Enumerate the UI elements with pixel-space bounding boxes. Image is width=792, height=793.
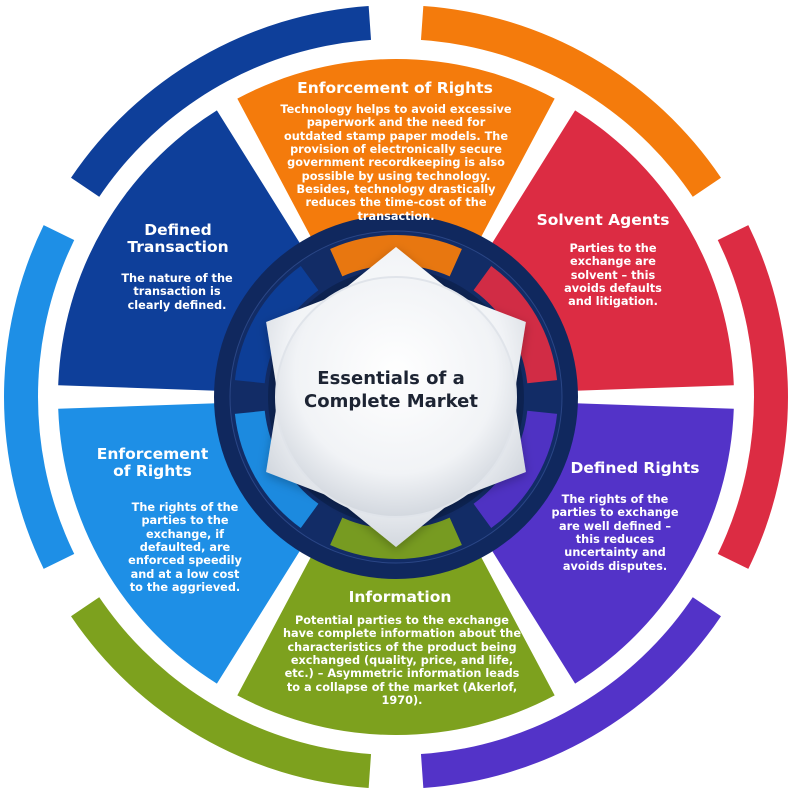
center-title-line1: Essentials of a [317,368,465,389]
segment-text-upper-left: The nature of the transaction is clearly… [121,272,233,312]
segment-title-lower-left: Enforcement of Rights [85,445,220,481]
segment-text-upper-right: Parties to the exchange are solvent – th… [564,242,662,309]
segment-wedges [58,58,734,735]
segment-title-upper-left: Defined Transaction [108,221,248,257]
wedge-lower-right [489,403,734,684]
segment-title-upper-left-line1: Defined [144,221,212,239]
segment-title-lower-left-line2: of Rights [113,462,192,481]
wedge-upper-left [58,110,303,391]
segment-text-lower-left: The rights of the parties to the exchang… [128,501,242,594]
wedge-bottom [237,552,555,735]
segment-title-lower-left-line1: Enforcement [96,445,209,463]
wedge-top [237,58,555,242]
wedge-lower-left [58,403,303,684]
segment-title-upper-left-line2: Transaction [127,238,229,257]
segment-text-bottom: Potential parties to the exchange have c… [283,614,521,707]
center-title: Essentials of a Complete Market [276,368,506,413]
segment-text-top: Technology helps to avoid excessive pape… [280,103,512,223]
segment-title-lower-right: Defined Rights [570,459,700,477]
wedge-upper-right [489,110,734,391]
segment-title-bottom: Information [348,588,452,606]
segment-title-upper-right: Solvent Agents [536,211,670,229]
segment-text-lower-right: The rights of the parties to exchange ar… [551,493,679,573]
center-title-line2: Complete Market [304,390,478,412]
segment-title-top: Enforcement of Rights [297,79,493,97]
center-disc [275,276,517,518]
